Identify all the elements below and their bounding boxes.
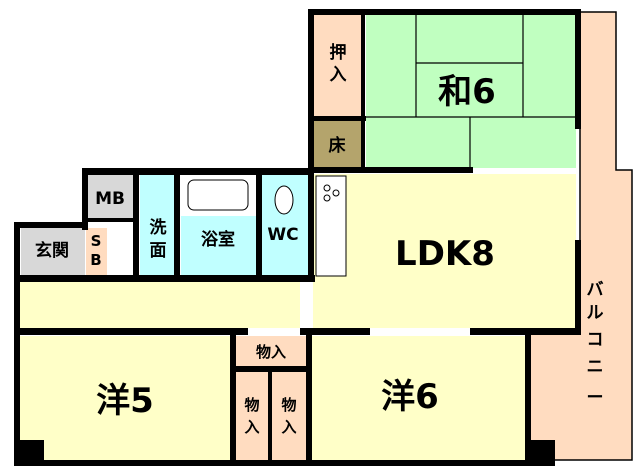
closet-right-area (272, 372, 306, 460)
yokushitsu-label: 浴室 (201, 229, 235, 250)
sb-label-2: B (90, 251, 101, 269)
washitsu-area (366, 14, 576, 168)
oshiire-label-2: 入 (330, 65, 347, 85)
senmen-label-2: 面 (150, 241, 167, 261)
hallway-area (20, 282, 300, 328)
closet-left-label: 物 (244, 396, 259, 414)
svg-text:ー: ー (587, 388, 604, 408)
toilet (274, 185, 294, 215)
tokonoma-label: 床 (329, 135, 347, 156)
tokonoma-area (313, 120, 361, 168)
closet-right-label: 物 (281, 396, 296, 414)
svg-text:ル: ル (587, 303, 604, 323)
svg-text:バ: バ (587, 280, 604, 300)
yo6-area (312, 336, 525, 460)
senmen-area (140, 175, 174, 275)
walls (14, 9, 581, 466)
ldk-label: LDK8 (395, 234, 495, 274)
balcony-label: バ ル コ ニ ー (587, 280, 604, 408)
closet-top-area (236, 336, 306, 366)
svg-text:コ: コ (587, 330, 604, 350)
bathtub (187, 179, 249, 211)
genkan-area (21, 228, 85, 276)
closet-left-label-2: 入 (244, 418, 259, 436)
sb-label: S (91, 232, 102, 250)
closet-left-area (236, 372, 268, 460)
bath-area (181, 216, 256, 275)
genkan-label: 玄関 (35, 240, 69, 261)
svg-text:ニ: ニ (587, 357, 604, 377)
closet-top-label: 物入 (256, 343, 286, 361)
mb-label: MB (95, 189, 125, 209)
tatami-lines (366, 14, 576, 168)
washitsu-label: 和6 (438, 72, 496, 112)
yo6-label: 洋6 (381, 377, 439, 417)
wc-label: WC (267, 225, 298, 245)
oshiire-area (313, 14, 363, 116)
sb-area (86, 228, 107, 276)
ldk-area (313, 174, 576, 328)
yo5-area (20, 336, 230, 460)
senmen-label: 洗 (150, 217, 167, 238)
mb-area (88, 175, 133, 219)
closet-right-label-2: 入 (281, 418, 296, 436)
kitchen-counter (315, 175, 347, 277)
yo5-label: 洋5 (96, 381, 154, 421)
oshiire-label: 押 (330, 42, 347, 63)
